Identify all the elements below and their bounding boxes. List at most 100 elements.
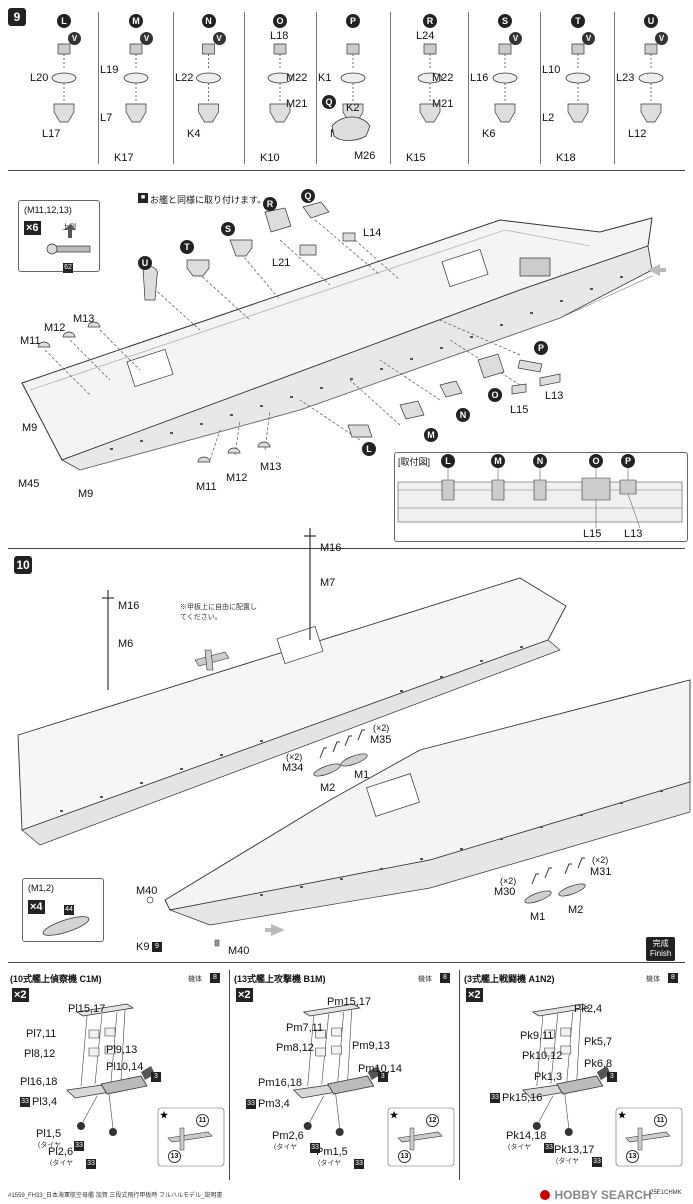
mount-N: N — [533, 454, 547, 468]
substep-letter-L: L — [57, 14, 71, 28]
aircraft-part-label: Pk6,8 — [584, 1058, 613, 1070]
aircraft-part-label: Pm1,5 — [316, 1146, 348, 1158]
num-badge: 33 — [20, 1097, 30, 1107]
label-m2a: M2 — [320, 782, 336, 794]
mount-label: L13 — [624, 528, 643, 540]
aircraft-part-label: Pk9,11 — [520, 1030, 554, 1042]
num-badge: 33 — [544, 1143, 554, 1153]
substep-drawing — [267, 43, 293, 123]
divider — [8, 962, 685, 963]
label: M12 — [226, 472, 248, 484]
circled-num: 12 — [426, 1114, 439, 1127]
v-marker: V — [582, 32, 595, 45]
num-badge: 3 — [606, 1072, 617, 1082]
inset-m11-title: (M11,12,13) — [24, 205, 72, 215]
label: L13 — [545, 390, 564, 402]
aircraft-part-label: Pk15,16 — [502, 1092, 543, 1104]
circled-num: 13 — [168, 1150, 181, 1163]
num-badge: 33 — [246, 1099, 256, 1109]
part-label: L22 — [175, 72, 194, 84]
substep-divider — [173, 12, 174, 164]
aircraft-part-label: Pl3,4 — [32, 1096, 58, 1108]
substep-letter-P: P — [346, 14, 360, 28]
aircraft-part-label: Pm7,11 — [286, 1022, 324, 1034]
substep-divider — [98, 12, 99, 164]
panel-divider — [459, 970, 460, 1180]
part-label: M26 — [354, 150, 376, 162]
num-badge: 33 — [592, 1157, 602, 1167]
circled-num: 13 — [398, 1150, 411, 1163]
footer-right: 25E1CHMK — [650, 1190, 682, 1196]
part-label: L16 — [470, 72, 489, 84]
body-num: 8 — [668, 973, 678, 983]
label-m40a: M40 — [136, 885, 158, 897]
finish-badge: 完成 Finish — [646, 937, 676, 961]
num-badge: 33 — [86, 1159, 96, 1169]
part-label: L12 — [628, 128, 647, 140]
aircraft-part-label: Pl8,12 — [24, 1048, 56, 1060]
part-label: K4 — [187, 128, 201, 140]
v-marker: V — [655, 32, 668, 45]
aircraft-part-label: Pm15,17 — [327, 996, 372, 1008]
substep-divider — [390, 12, 391, 164]
label-m40b: M40 — [228, 945, 250, 957]
inset-m12-mult: ×4 — [28, 900, 45, 914]
mount-M: M — [491, 454, 505, 468]
label-x2c: (×2) — [592, 855, 609, 865]
step9-note: お艦と同様に取り付けます。 — [150, 195, 267, 205]
label: M11 — [196, 481, 217, 493]
substep-drawing — [492, 43, 518, 123]
marker-N: N — [456, 408, 470, 422]
part-label: M21 — [432, 98, 454, 110]
aircraft-part-label: Pl15,17 — [68, 1003, 106, 1015]
step-number-10: 10 — [14, 556, 32, 574]
substep-letter-O: O — [273, 14, 287, 28]
aircraft-part-label: Pk2,4 — [574, 1003, 603, 1015]
substep-drawing — [417, 43, 443, 123]
part-label: L23 — [616, 72, 635, 84]
aircraft-title: (3式艦上戦闘機 A1N2) — [464, 974, 555, 984]
part-label: L19 — [100, 64, 119, 76]
part-label: M22 — [286, 72, 308, 84]
body-label: 機体 — [418, 976, 432, 983]
aircraft-part-label: Pl10,14 — [106, 1061, 144, 1073]
substep-divider — [244, 12, 245, 164]
tire-note: (タイヤ — [556, 1158, 580, 1165]
circled-num: 11 — [196, 1114, 209, 1127]
aircraft-part-label: Pk14,18 — [506, 1130, 547, 1142]
label: M9 — [22, 422, 38, 434]
label: M13 — [73, 313, 95, 325]
aircraft-part-label: Pl1,5 — [36, 1128, 62, 1140]
hobby-search-logo: HOBBY SEARCH — [540, 1186, 652, 1204]
substep-drawing — [565, 43, 591, 123]
tire-note: (タイヤ — [38, 1142, 62, 1149]
label: M9 — [78, 488, 94, 500]
marker-T: T — [180, 240, 194, 254]
inset-m11-box — [18, 200, 100, 272]
label-x2d: (×2) — [500, 876, 517, 886]
aircraft-title: (13式艦上攻撃機 B1M) — [234, 974, 326, 984]
substep-letter-Q: Q — [322, 95, 336, 109]
aircraft-mult: ×2 — [236, 988, 253, 1002]
substep-divider — [540, 12, 541, 164]
part-label: L7 — [100, 112, 113, 124]
finish-jp: 完成 — [652, 939, 669, 948]
label: M12 — [44, 322, 66, 334]
inset-m12-title: (M1,2) — [28, 883, 55, 893]
label-m30: M30 — [494, 886, 516, 898]
aircraft-part-label: Pl9,13 — [106, 1044, 138, 1056]
body-label: 機体 — [646, 976, 660, 983]
label: M13 — [260, 461, 282, 473]
substep-divider — [614, 12, 615, 164]
part-label: L2 — [542, 112, 555, 124]
mount-P: P — [621, 454, 635, 468]
label-m2b: M2 — [568, 904, 584, 916]
marker-M: M — [424, 428, 438, 442]
aircraft-part-label: Pm9,13 — [352, 1040, 390, 1052]
num-badge: 33 — [490, 1093, 500, 1103]
part-label: K17 — [114, 152, 134, 164]
aircraft-part-label: Pm10,14 — [358, 1063, 403, 1075]
label: L14 — [363, 227, 382, 239]
